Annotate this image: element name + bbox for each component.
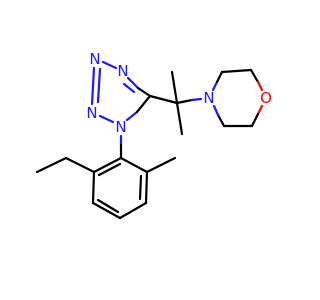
bond-cq-n-n <box>190 97 203 102</box>
bond-mc1-mc2 <box>220 68 253 74</box>
atom-n-top-left: N <box>89 50 100 68</box>
bond-ph-bc <box>144 170 149 205</box>
bond-o-mc3-c <box>250 112 260 128</box>
atom-n-top-right: N <box>117 62 128 80</box>
bond-n2-n3 <box>101 60 118 70</box>
bond-ph-fa <box>92 156 123 174</box>
bond-ph-ef <box>91 170 96 205</box>
bond-ph-ethyl-1 <box>64 156 96 174</box>
atom-n1-ring: N <box>115 118 126 136</box>
bond-ph-de <box>91 201 122 220</box>
bond-c5-cq <box>148 94 179 105</box>
bond-cq-methyl-top <box>170 70 179 105</box>
bond-n1-c5-c <box>135 94 152 114</box>
molecule-canvas: N N N N N O <box>35 50 272 220</box>
bond-n-n1 <box>98 114 115 124</box>
bond-ph-ab <box>119 156 149 174</box>
bond-mn-c1-n <box>211 80 219 92</box>
structure-drawing: N N N N N O <box>35 50 272 220</box>
bond-cq-n-c <box>175 98 194 105</box>
bond-ph-methyl <box>145 156 177 174</box>
bond-mc4-mn-c <box>216 113 226 128</box>
bond-o-mc3-o <box>256 104 264 116</box>
bond-ph-ethyl-2 <box>35 156 68 174</box>
bond-mc2-o-o <box>256 80 264 92</box>
atom-o-morpholine: O <box>260 89 272 107</box>
bond-mc4-mn-n <box>212 104 220 117</box>
bond-n3-c5-double <box>122 82 136 94</box>
bond-n3-c5-n <box>126 76 140 90</box>
bond-ph-bc-inner <box>138 174 143 201</box>
bond-ph-de-inner <box>96 198 120 214</box>
bond-mn-c1-c <box>215 70 224 84</box>
bond-n1-c5-n <box>125 110 139 122</box>
bond-n2-n1-double <box>96 67 102 104</box>
atom-n-morpholine: N <box>203 89 214 107</box>
bond-ph-fa-inner <box>97 162 122 177</box>
bond-n3-c5-c <box>136 86 152 98</box>
bond-mc2-o-c <box>249 68 260 84</box>
bond-ph-cd <box>118 201 148 220</box>
bond-n2-n1 <box>90 66 96 106</box>
atom-n-mid-left: N <box>86 104 97 122</box>
bond-cq-methyl-bottom <box>175 101 184 136</box>
